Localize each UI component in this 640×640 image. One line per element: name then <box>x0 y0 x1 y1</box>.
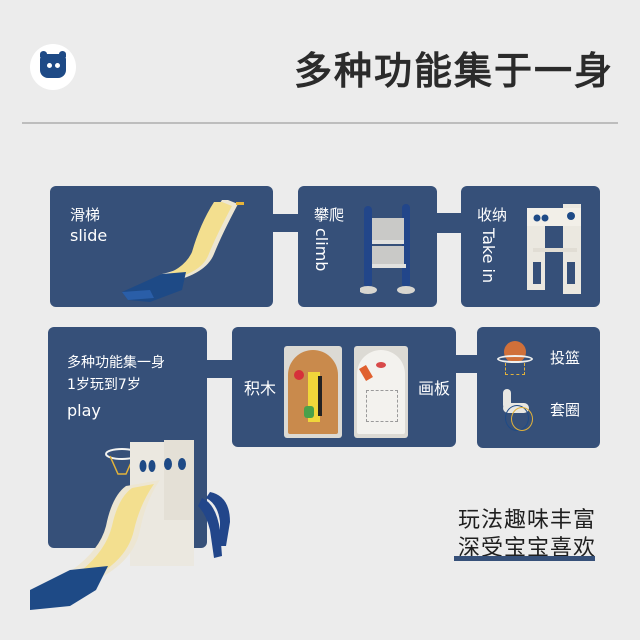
header-divider <box>22 122 618 124</box>
puzzle-connector <box>265 214 305 232</box>
panel-storage: 收纳 Take in <box>461 186 600 307</box>
slide-title-cn: 滑梯 <box>70 206 101 224</box>
ring-toss-label: 套圈 <box>550 401 581 419</box>
blocks-label: 积木 <box>244 379 277 398</box>
puzzle-connector <box>450 355 484 373</box>
panel-blocks: 积木 画板 <box>232 327 456 447</box>
puzzle-connector <box>430 213 470 233</box>
storage-frame-illustration <box>527 204 581 294</box>
drawing-board-label: 画板 <box>418 379 451 398</box>
climb-title-en: climb <box>312 228 331 272</box>
panel-games: 投篮 套圈 <box>477 327 600 448</box>
storage-title-en: Take in <box>479 228 498 284</box>
basketball-label: 投篮 <box>550 349 581 367</box>
ring-toss-icon <box>499 389 535 431</box>
play-line1: 多种功能集一身 <box>67 355 165 371</box>
ladder-illustration <box>360 204 415 294</box>
slide-title-en: slide <box>70 226 108 245</box>
basketball-hoop-icon <box>497 341 533 377</box>
bear-logo-icon <box>40 51 66 78</box>
slide-illustration <box>122 200 244 302</box>
play-title-en: play <box>67 401 101 420</box>
climb-title-cn: 攀爬 <box>314 206 345 224</box>
play-line2: 1岁玩到7岁 <box>67 377 141 393</box>
brand-logo <box>30 44 76 90</box>
storage-title-cn: 收纳 <box>477 206 508 224</box>
slide-playset-illustration <box>30 440 230 610</box>
building-block-board <box>284 346 342 438</box>
caption-underline <box>454 556 595 561</box>
page-title: 多种功能集于一身 <box>293 49 614 93</box>
panel-climb: 攀爬 climb <box>298 186 437 307</box>
drawing-board <box>354 346 408 438</box>
puzzle-connector <box>200 360 240 378</box>
caption-line1: 玩法趣味丰富 <box>457 508 596 533</box>
panel-slide: 滑梯 slide <box>50 186 273 307</box>
